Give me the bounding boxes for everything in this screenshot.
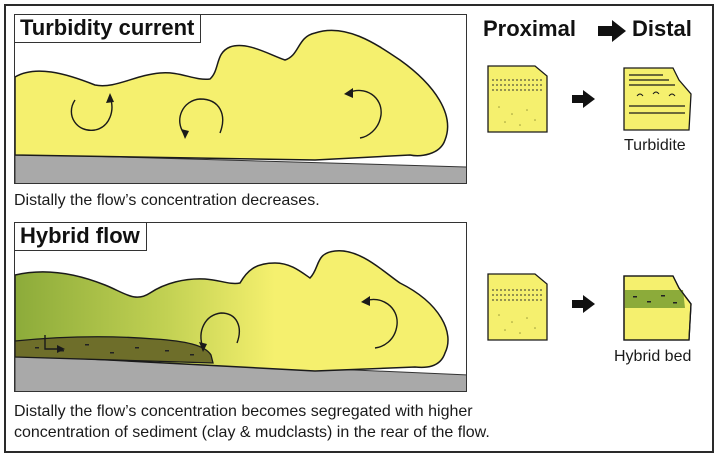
hybrid-flow-panel: Hybrid flow (14, 222, 467, 392)
proximal-hybrid-bed (487, 273, 548, 341)
eddy-arrows (70, 89, 382, 139)
hybrid-flow-drawing (15, 250, 466, 391)
eddy-arrowheads (106, 88, 353, 139)
hybrid-eddy-arrowheads (57, 296, 370, 353)
proximal-label: Proximal (483, 16, 576, 41)
distal-turbidite-bed (623, 67, 692, 131)
turbidite-label: Turbidite (624, 137, 686, 154)
seafloor-slope (15, 153, 466, 183)
turbidity-current-drawing (15, 29, 466, 183)
bottom-deposit-arrow-icon (572, 295, 595, 313)
mudclast-dashes (35, 344, 194, 356)
hybrid-eddy-arrows (44, 298, 398, 350)
proximal-turbidite-bed (487, 65, 548, 133)
hybrid-bed-label: Hybrid bed (614, 348, 692, 365)
mud-rich-rear-layer (15, 336, 214, 364)
turbidity-caption: Distally the flow’s concentration decrea… (14, 192, 320, 209)
hybrid-flow-title: Hybrid flow (15, 223, 147, 251)
distal-label: Distal (632, 16, 692, 41)
distal-hybrid-bed (623, 275, 692, 341)
turbidity-current-panel: Turbidity current (14, 14, 467, 184)
proximal-to-distal-arrow-icon (598, 20, 626, 42)
top-deposit-arrow-icon (572, 90, 595, 108)
hybrid-caption-line-1: Distally the flow’s concentration become… (14, 403, 473, 420)
turbidity-current-title: Turbidity current (15, 15, 202, 43)
turbidity-flow-body (15, 29, 449, 161)
hybrid-caption-line-2: concentration of sediment (clay & mudcla… (14, 424, 490, 441)
